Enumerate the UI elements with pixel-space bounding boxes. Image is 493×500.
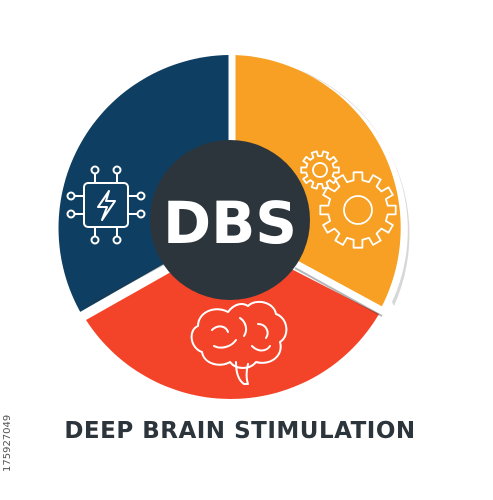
- brain-icon: [190, 300, 288, 385]
- gears-icon: [300, 150, 397, 249]
- stock-id-watermark: 175927049: [2, 322, 16, 482]
- stock-id-text: 175927049: [2, 414, 13, 472]
- dbs-cycle-diagram: DBS: [58, 55, 410, 399]
- red-segment: [86, 238, 379, 399]
- center-hub: [150, 140, 310, 300]
- acronym-label: DBS: [163, 189, 297, 257]
- divider-shadow: [85, 261, 169, 307]
- chip-lightning-icon: [66, 165, 146, 245]
- divider-shadow: [294, 267, 383, 317]
- diagram-title: DEEP BRAIN STIMULATION: [64, 418, 416, 444]
